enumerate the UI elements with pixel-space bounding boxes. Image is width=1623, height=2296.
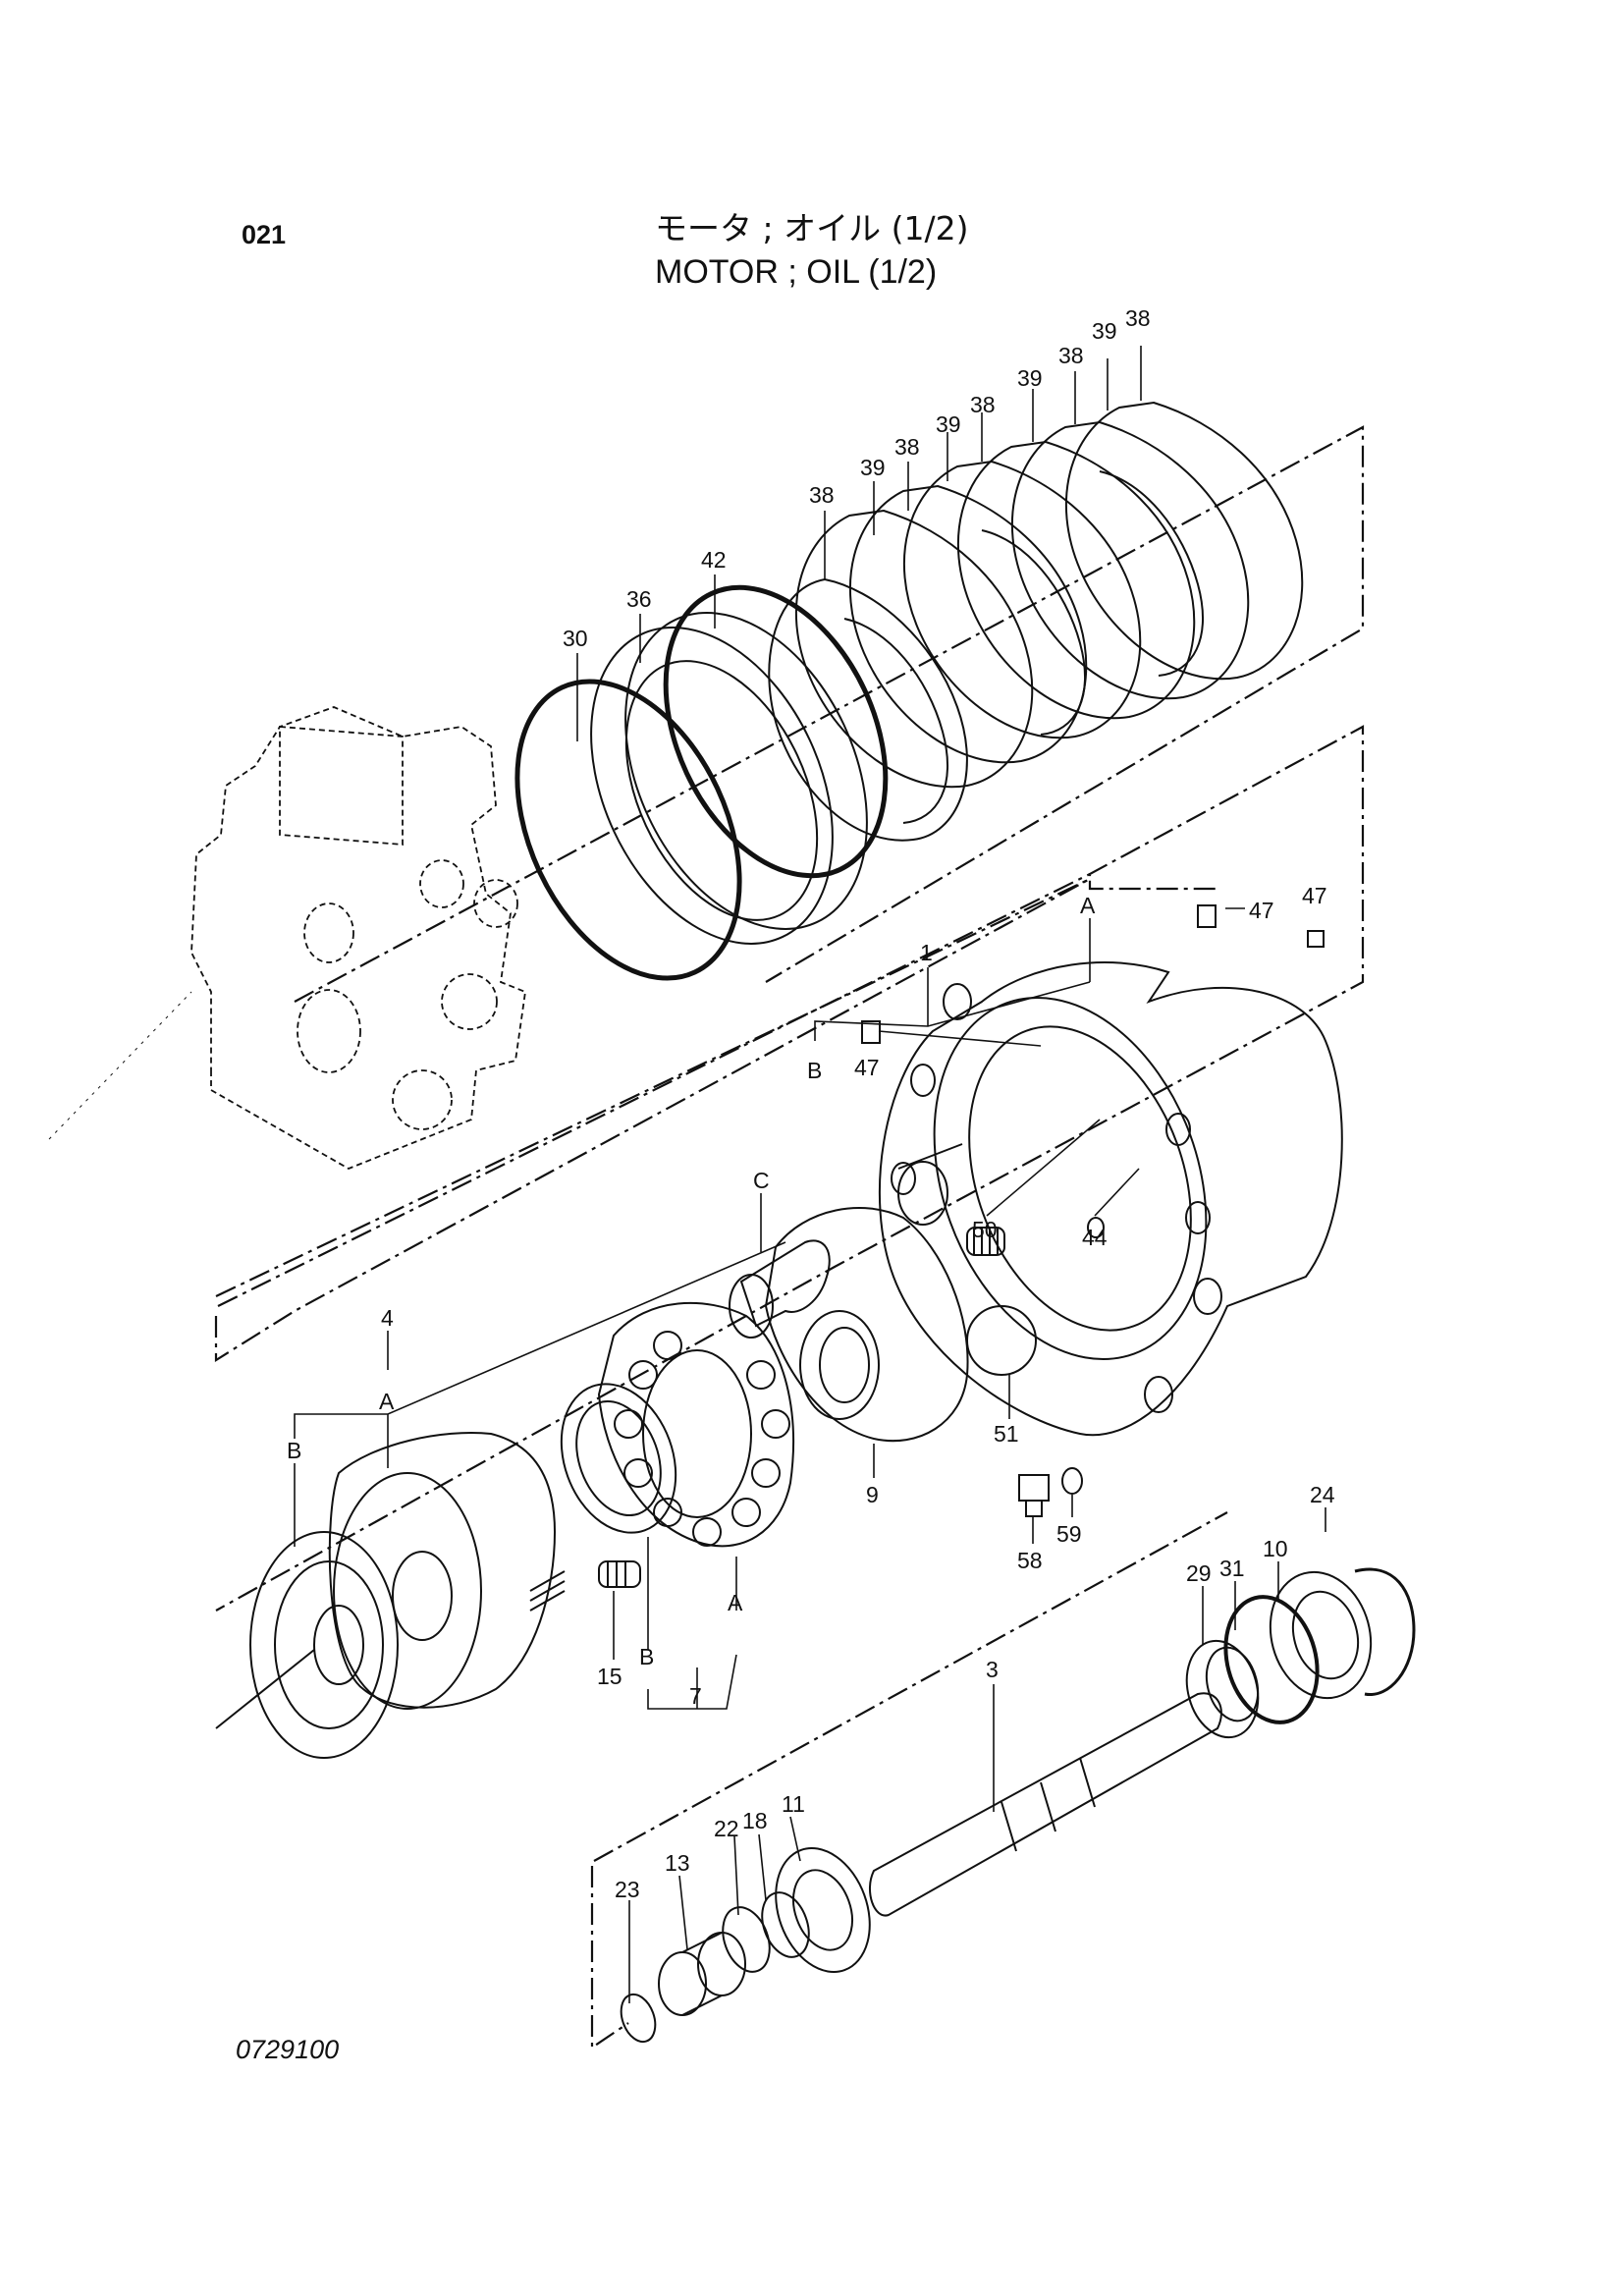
callout-50: 50 [972, 1217, 998, 1242]
part-callouts: 38 39 38 39 38 39 38 39 38 42 36 30 47 4… [287, 305, 1335, 1902]
disc-b [249, 1531, 399, 1759]
callout-31: 31 [1219, 1556, 1245, 1581]
callout-7: 7 [689, 1683, 702, 1709]
callout-44: 44 [1082, 1225, 1108, 1250]
callout-b: B [807, 1058, 822, 1083]
callout-39: 39 [860, 455, 886, 480]
callout-23: 23 [615, 1877, 640, 1902]
o-ring-44 [1087, 1217, 1105, 1238]
motor-housing-ghost [190, 706, 526, 1170]
cylinder-block-a [328, 1432, 566, 1710]
callout-42: 42 [701, 547, 727, 573]
callout-10: 10 [1263, 1536, 1288, 1561]
callout-47: 47 [1249, 898, 1274, 923]
ball-51 [966, 1305, 1037, 1376]
callout-51: 51 [994, 1421, 1019, 1447]
plug-47-side [861, 1020, 881, 1044]
ring-18 [761, 1891, 810, 1958]
casing-1 [878, 961, 1343, 1437]
title-japanese: モータ ; オイル (1/2) [655, 209, 969, 247]
page-number: 021 [242, 220, 287, 249]
callout-1: 1 [920, 940, 933, 965]
plug-47-right [1307, 930, 1325, 948]
ring-22 [722, 1906, 771, 1973]
callout-47: 47 [854, 1055, 880, 1080]
o-ring-31 [1223, 1595, 1320, 1724]
plug-58 [1018, 1474, 1050, 1517]
collar-13 [658, 1932, 746, 2016]
callout-9: 9 [866, 1482, 879, 1507]
callout-3: 3 [986, 1657, 999, 1682]
callout-58: 58 [1017, 1548, 1043, 1573]
callout-59: 59 [1056, 1521, 1082, 1547]
retainer-b [560, 1383, 677, 1534]
callout-39: 39 [1017, 365, 1043, 391]
callout-13: 13 [665, 1850, 690, 1876]
seal-29 [1185, 1639, 1260, 1739]
callout-15: 15 [597, 1664, 622, 1689]
snap-ring-23 [620, 1993, 657, 2044]
callout-22: 22 [714, 1816, 739, 1841]
callout-a: A [728, 1590, 743, 1615]
callout-b: B [287, 1438, 301, 1463]
shaft-3 [869, 1692, 1222, 1917]
title-english: MOTOR ; OIL (1/2) [655, 253, 938, 291]
callout-18: 18 [742, 1808, 768, 1833]
spring-15 [598, 1560, 641, 1588]
callout-11: 11 [782, 1791, 805, 1817]
callout-c: C [753, 1168, 770, 1193]
drawing-number: 0729100 [236, 2035, 340, 2064]
plug-47-top [1197, 904, 1217, 928]
callout-30: 30 [563, 626, 588, 651]
bearing-11 [775, 1847, 871, 1973]
callout-38: 38 [894, 434, 920, 460]
snap-ring-24 [1354, 1567, 1416, 1697]
callout-39: 39 [936, 411, 961, 437]
callout-36: 36 [626, 586, 652, 612]
callout-47: 47 [1302, 883, 1327, 908]
spring-50 [966, 1227, 1005, 1256]
callout-38: 38 [970, 392, 996, 417]
callout-38: 38 [809, 482, 835, 508]
valve-plate-4 [597, 1301, 794, 1548]
callout-a: A [379, 1389, 395, 1414]
piston-36 [590, 612, 868, 945]
callout-38: 38 [1125, 305, 1151, 331]
group-boundary-lines [214, 425, 1365, 2050]
callout-29: 29 [1186, 1560, 1212, 1586]
callout-38: 38 [1058, 343, 1084, 368]
ring-30 [514, 679, 742, 981]
callout-4: 4 [381, 1305, 394, 1331]
piston-c [729, 1143, 963, 1339]
seal-10 [1269, 1570, 1373, 1700]
o-ring-42 [663, 584, 889, 879]
callout-a: A [1080, 893, 1096, 918]
callout-24: 24 [1310, 1482, 1335, 1507]
leader-lines [294, 346, 1326, 2003]
swash-plate-9 [764, 1207, 969, 1443]
callout-b: B [639, 1644, 654, 1669]
friction-plate-stack [768, 401, 1304, 842]
o-ring-59 [1061, 1467, 1083, 1495]
callout-39: 39 [1092, 318, 1117, 344]
